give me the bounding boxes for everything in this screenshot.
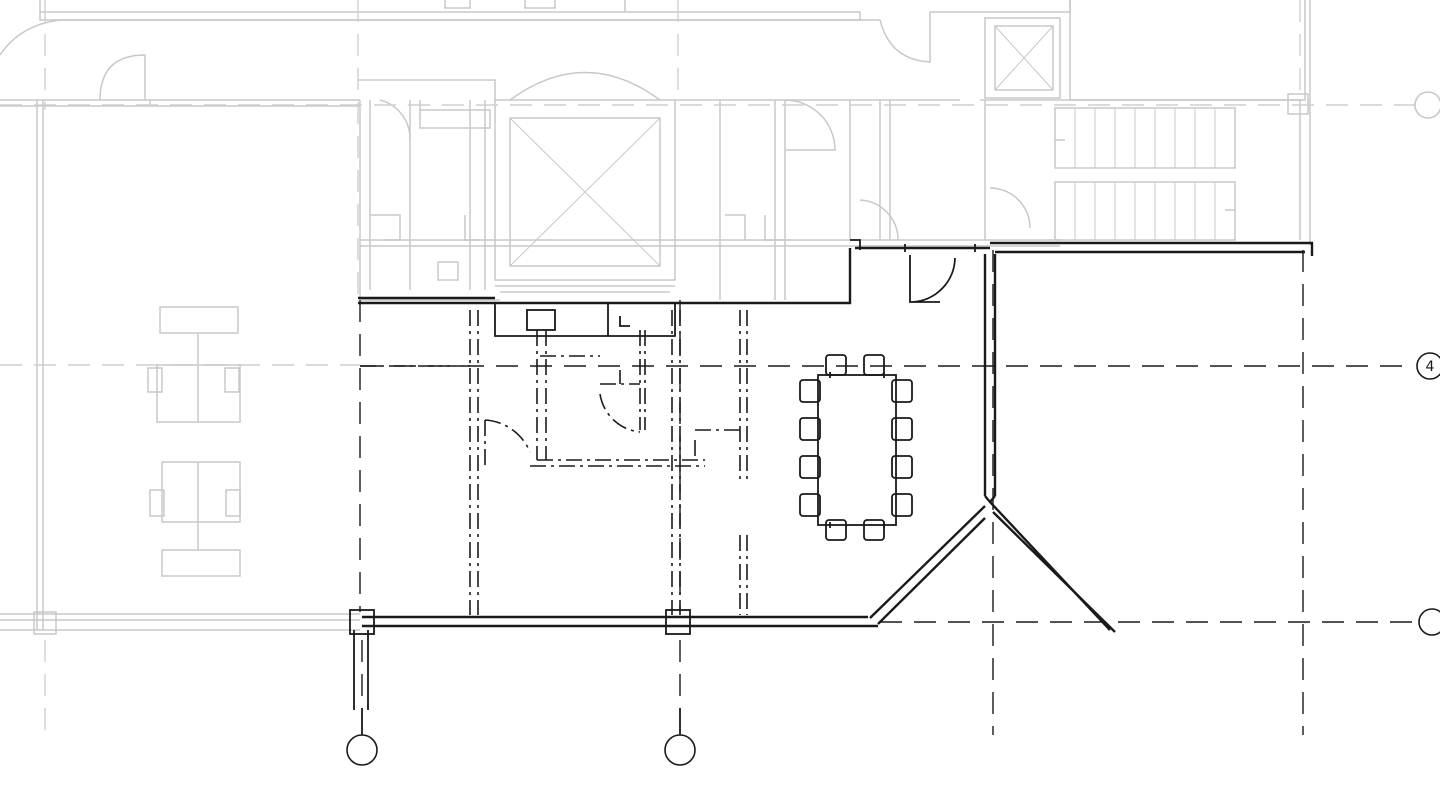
chair <box>891 417 913 441</box>
chair <box>891 455 913 479</box>
grid-bubble-bottom-left <box>346 734 378 766</box>
chair <box>825 354 847 376</box>
chair <box>799 455 821 479</box>
desk-cluster-lower <box>149 461 241 577</box>
chair <box>799 417 821 441</box>
grid-bubble-right-lower <box>1418 608 1440 636</box>
grid-bubble-bottom-mid <box>664 734 696 766</box>
conference-table <box>817 374 897 526</box>
underlay-linework <box>0 0 1440 740</box>
chair <box>863 519 885 541</box>
active-linework <box>349 239 1418 737</box>
chair <box>825 519 847 541</box>
grid-bubble-4: 4 <box>1416 352 1440 380</box>
conference-table-group <box>799 354 913 541</box>
chair <box>891 493 913 517</box>
chair <box>799 379 821 403</box>
chair <box>863 354 885 376</box>
chair <box>799 493 821 517</box>
grid-bubble-upper-right <box>1414 91 1440 119</box>
chair <box>891 379 913 403</box>
desk-cluster-upper <box>147 306 241 423</box>
grid-bubble-label: 4 <box>1426 359 1435 375</box>
